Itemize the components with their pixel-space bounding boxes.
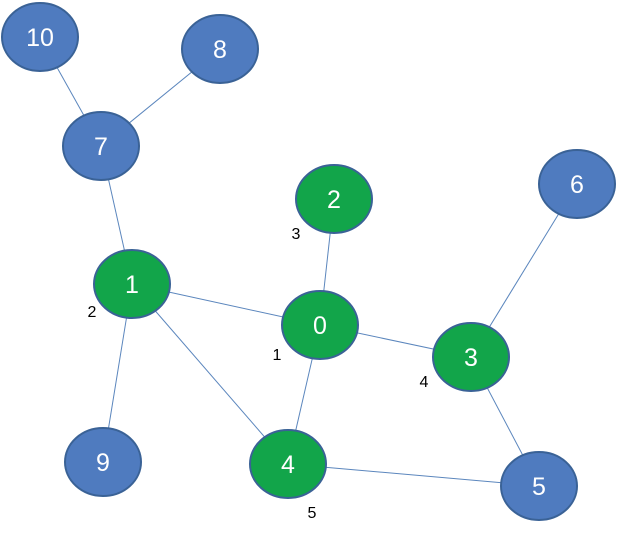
order-label-0: 1 [273, 347, 282, 364]
node-circle-2 [295, 164, 373, 234]
node-1: 1 [93, 249, 171, 319]
node-circle-6 [538, 149, 616, 219]
node-9: 9 [64, 427, 142, 497]
node-label-0: 0 [313, 312, 327, 340]
order-labels-layer: 3 2 1 4 5 [88, 226, 429, 522]
node-0: 0 [281, 290, 359, 360]
edge-4-5 [287, 463, 540, 487]
node-circle-7 [62, 111, 140, 181]
order-label-3: 4 [420, 374, 429, 391]
node-label-8: 8 [213, 36, 227, 64]
node-2: 2 [295, 164, 373, 234]
node-circle-10 [1, 2, 79, 72]
node-6: 6 [538, 149, 616, 219]
node-label-3: 3 [464, 344, 478, 372]
node-label-1: 1 [125, 271, 139, 299]
node-circle-4 [249, 429, 327, 499]
node-5: 5 [500, 451, 578, 521]
order-label-4: 5 [308, 505, 317, 522]
edge-1-4 [131, 283, 289, 465]
node-label-10: 10 [26, 24, 54, 52]
node-7: 7 [62, 111, 140, 181]
node-label-5: 5 [532, 473, 546, 501]
node-circle-0 [281, 290, 359, 360]
node-label-4: 4 [281, 451, 295, 479]
node-label-6: 6 [570, 171, 584, 199]
node-label-9: 9 [96, 449, 110, 477]
node-circle-9 [64, 427, 142, 497]
node-10: 10 [1, 2, 79, 72]
node-4: 4 [249, 429, 327, 499]
node-8: 8 [181, 14, 259, 84]
node-3: 3 [432, 322, 510, 392]
node-label-2: 2 [327, 186, 341, 214]
node-circle-8 [181, 14, 259, 84]
order-label-1: 2 [88, 304, 97, 321]
node-circle-3 [432, 322, 510, 392]
node-circle-5 [500, 451, 578, 521]
node-circle-1 [93, 249, 171, 319]
order-label-2: 3 [292, 226, 301, 243]
node-label-7: 7 [94, 133, 108, 161]
